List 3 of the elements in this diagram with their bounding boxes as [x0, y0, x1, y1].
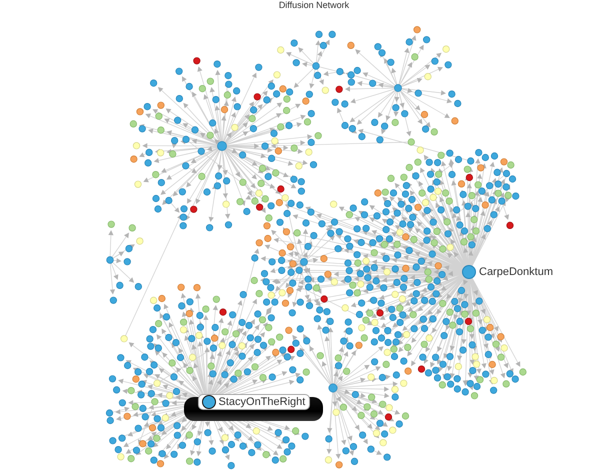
node-label: StacyOnTheRight — [218, 396, 306, 408]
node-label: CarpeDonktum — [479, 266, 553, 278]
diagram-title: Diffusion Network — [278, 0, 350, 11]
